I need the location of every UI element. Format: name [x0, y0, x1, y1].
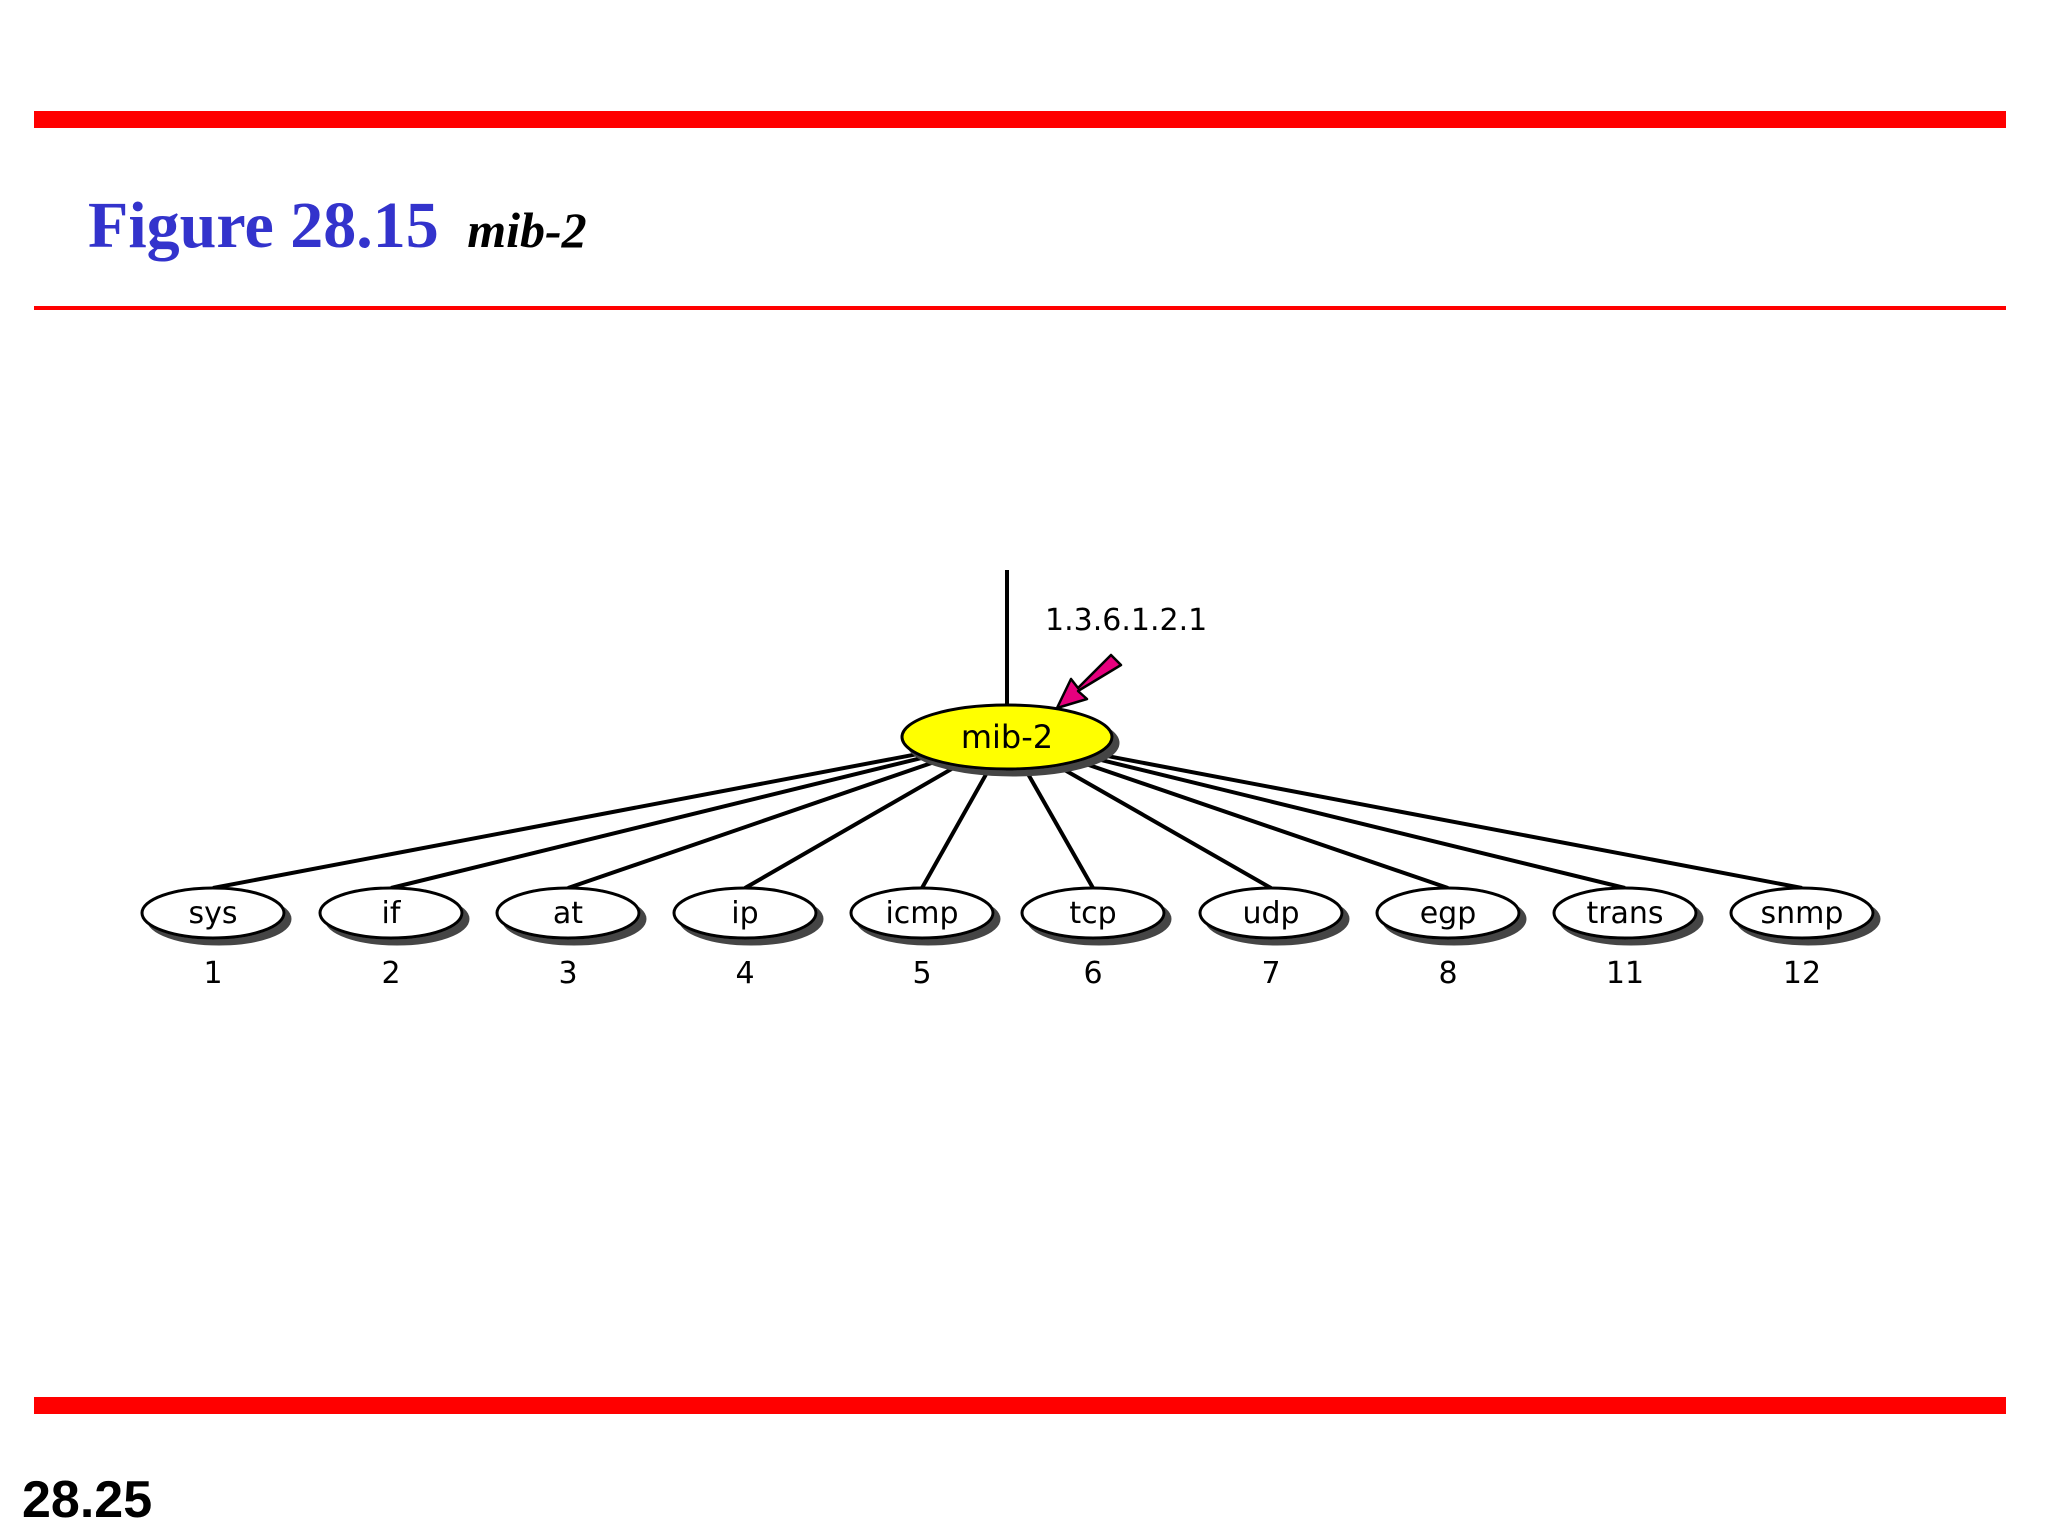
edge-ip	[744, 762, 961, 890]
child-node-ellipse	[318, 886, 464, 940]
child-node-number: 4	[735, 956, 754, 991]
child-node-ellipse	[1020, 886, 1166, 940]
child-node-number: 8	[1438, 956, 1457, 991]
figure-title: mib-2	[467, 202, 587, 258]
child-node-label: egp	[1420, 896, 1477, 931]
child-node-label: if	[382, 896, 402, 931]
child-node-label: udp	[1242, 896, 1299, 931]
edge-sys	[212, 751, 922, 890]
child-node-label: tcp	[1069, 896, 1116, 931]
child-node-trans: trans 11	[1552, 886, 1698, 991]
title-underline-rule	[34, 306, 2006, 310]
edge-icmp	[920, 766, 992, 889]
child-node-udp: udp 7	[1198, 886, 1344, 991]
child-node-number: 3	[558, 956, 577, 991]
edge-egp	[1073, 758, 1449, 890]
child-node-icmp: icmp 5	[849, 886, 995, 991]
root-node-ellipse	[900, 703, 1114, 771]
child-node-label: icmp	[885, 896, 958, 931]
child-node-ellipse	[849, 886, 995, 940]
child-node-number: 6	[1083, 956, 1102, 991]
child-node-ellipse	[1198, 886, 1344, 940]
edge-snmp	[1092, 751, 1803, 890]
child-node-ellipse	[672, 886, 818, 940]
top-red-rule	[34, 111, 2006, 128]
child-node-label: sys	[188, 896, 237, 931]
child-node-snmp: snmp 12	[1729, 886, 1875, 991]
child-edges	[212, 751, 1803, 890]
edge-trans	[1085, 754, 1626, 890]
child-node-label: ip	[731, 896, 758, 931]
child-node-at: at 3	[495, 886, 641, 991]
child-node-egp: egp 8	[1375, 886, 1521, 991]
child-nodes: sys 1 if 2 at 3 ip 4 icmp 5 tcp 6 udp 7 egp 8 trans 11 snm…	[140, 886, 1875, 991]
child-node-label: snmp	[1761, 896, 1844, 931]
child-node-number: 1	[203, 956, 222, 991]
child-node-label: at	[553, 896, 583, 931]
oid-pointer-arrow-icon	[1055, 653, 1123, 710]
edge-if	[390, 754, 929, 890]
root-node-label: mib-2	[961, 718, 1053, 756]
root-oid-label: 1.3.6.1.2.1	[1045, 603, 1207, 638]
child-node-number: 7	[1261, 956, 1280, 991]
child-node-tcp: tcp 6	[1020, 886, 1166, 991]
edge-tcp	[1022, 766, 1095, 889]
page-number: 28.25	[22, 1471, 153, 1529]
child-node-ellipse	[1729, 886, 1875, 940]
child-node-number: 11	[1606, 956, 1644, 991]
child-node-ellipse	[140, 886, 286, 940]
child-node-ellipse	[495, 886, 641, 940]
edge-udp	[1053, 762, 1272, 890]
child-node-ellipse	[1552, 886, 1698, 940]
child-node-ellipse	[1375, 886, 1521, 940]
child-node-ip: ip 4	[672, 886, 818, 991]
child-node-if: if 2	[318, 886, 464, 991]
figure-label: Figure 28.15	[88, 189, 439, 262]
slide-title: Figure 28.15 mib-2	[88, 188, 587, 264]
child-node-label: trans	[1586, 896, 1663, 931]
child-node-number: 2	[381, 956, 400, 991]
child-node-number: 12	[1783, 956, 1821, 991]
child-node-sys: sys 1	[140, 886, 286, 991]
root-node-mib-2: mib-2	[900, 703, 1114, 771]
edge-at	[567, 758, 941, 890]
child-node-number: 5	[912, 956, 931, 991]
bottom-red-rule	[34, 1397, 2006, 1414]
